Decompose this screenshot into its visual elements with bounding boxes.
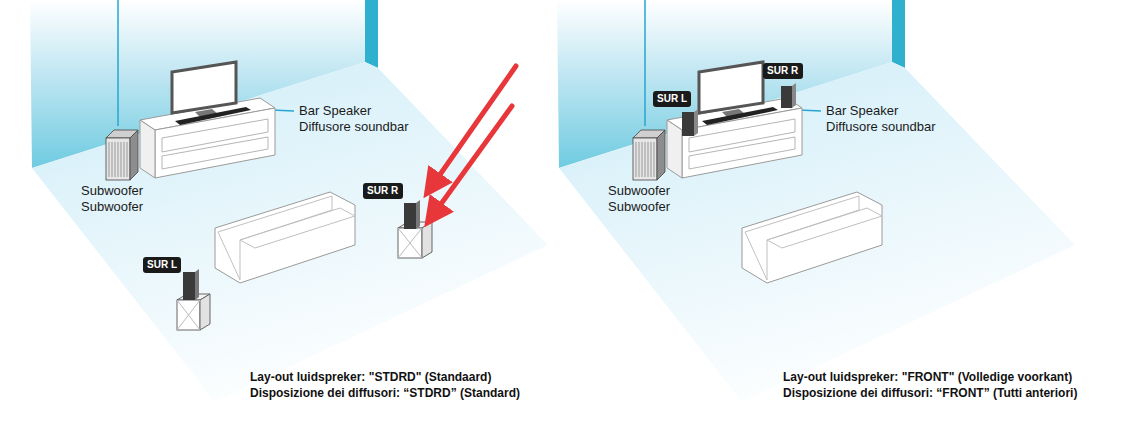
speaker-stand-left [177, 269, 210, 330]
part-label: Diffusore soundbar [299, 119, 409, 135]
speaker-badge: SUR R [363, 183, 403, 199]
part-label: Subwoofer [608, 199, 670, 215]
speaker-badge: SUR R [763, 63, 803, 79]
part-label: Subwoofer [81, 199, 143, 215]
badge-text: SUR R [367, 185, 399, 197]
speaker-front-right [781, 83, 796, 108]
speaker-stand-right [398, 200, 432, 258]
caption-line: Lay-out luidspreker: "STDRD" (Standaard) [250, 370, 491, 385]
badge-text: SUR L [147, 259, 177, 271]
part-label: Bar Speaker [299, 103, 371, 119]
speaker-badge: SUR L [143, 257, 181, 273]
speaker-badge: SUR L [653, 91, 691, 107]
red-arrows [432, 66, 516, 215]
caption-line: Lay-out luidspreker: "FRONT" (Volledige … [783, 370, 1072, 385]
part-label: Subwoofer [81, 183, 143, 199]
room-standard [30, 0, 548, 402]
badge-text: SUR L [657, 93, 687, 105]
part-label: Subwoofer [608, 183, 670, 199]
speaker-front-left [682, 109, 698, 136]
badge-text: SUR R [767, 65, 799, 77]
part-label: Diffusore soundbar [826, 119, 936, 135]
caption-line: Disposizione dei diffusori: “FRONT” (Tut… [783, 386, 1077, 401]
room-front [557, 0, 1075, 402]
part-label: Bar Speaker [826, 103, 898, 119]
caption-line: Disposizione dei diffusori: “STDRD” (Sta… [250, 386, 520, 401]
